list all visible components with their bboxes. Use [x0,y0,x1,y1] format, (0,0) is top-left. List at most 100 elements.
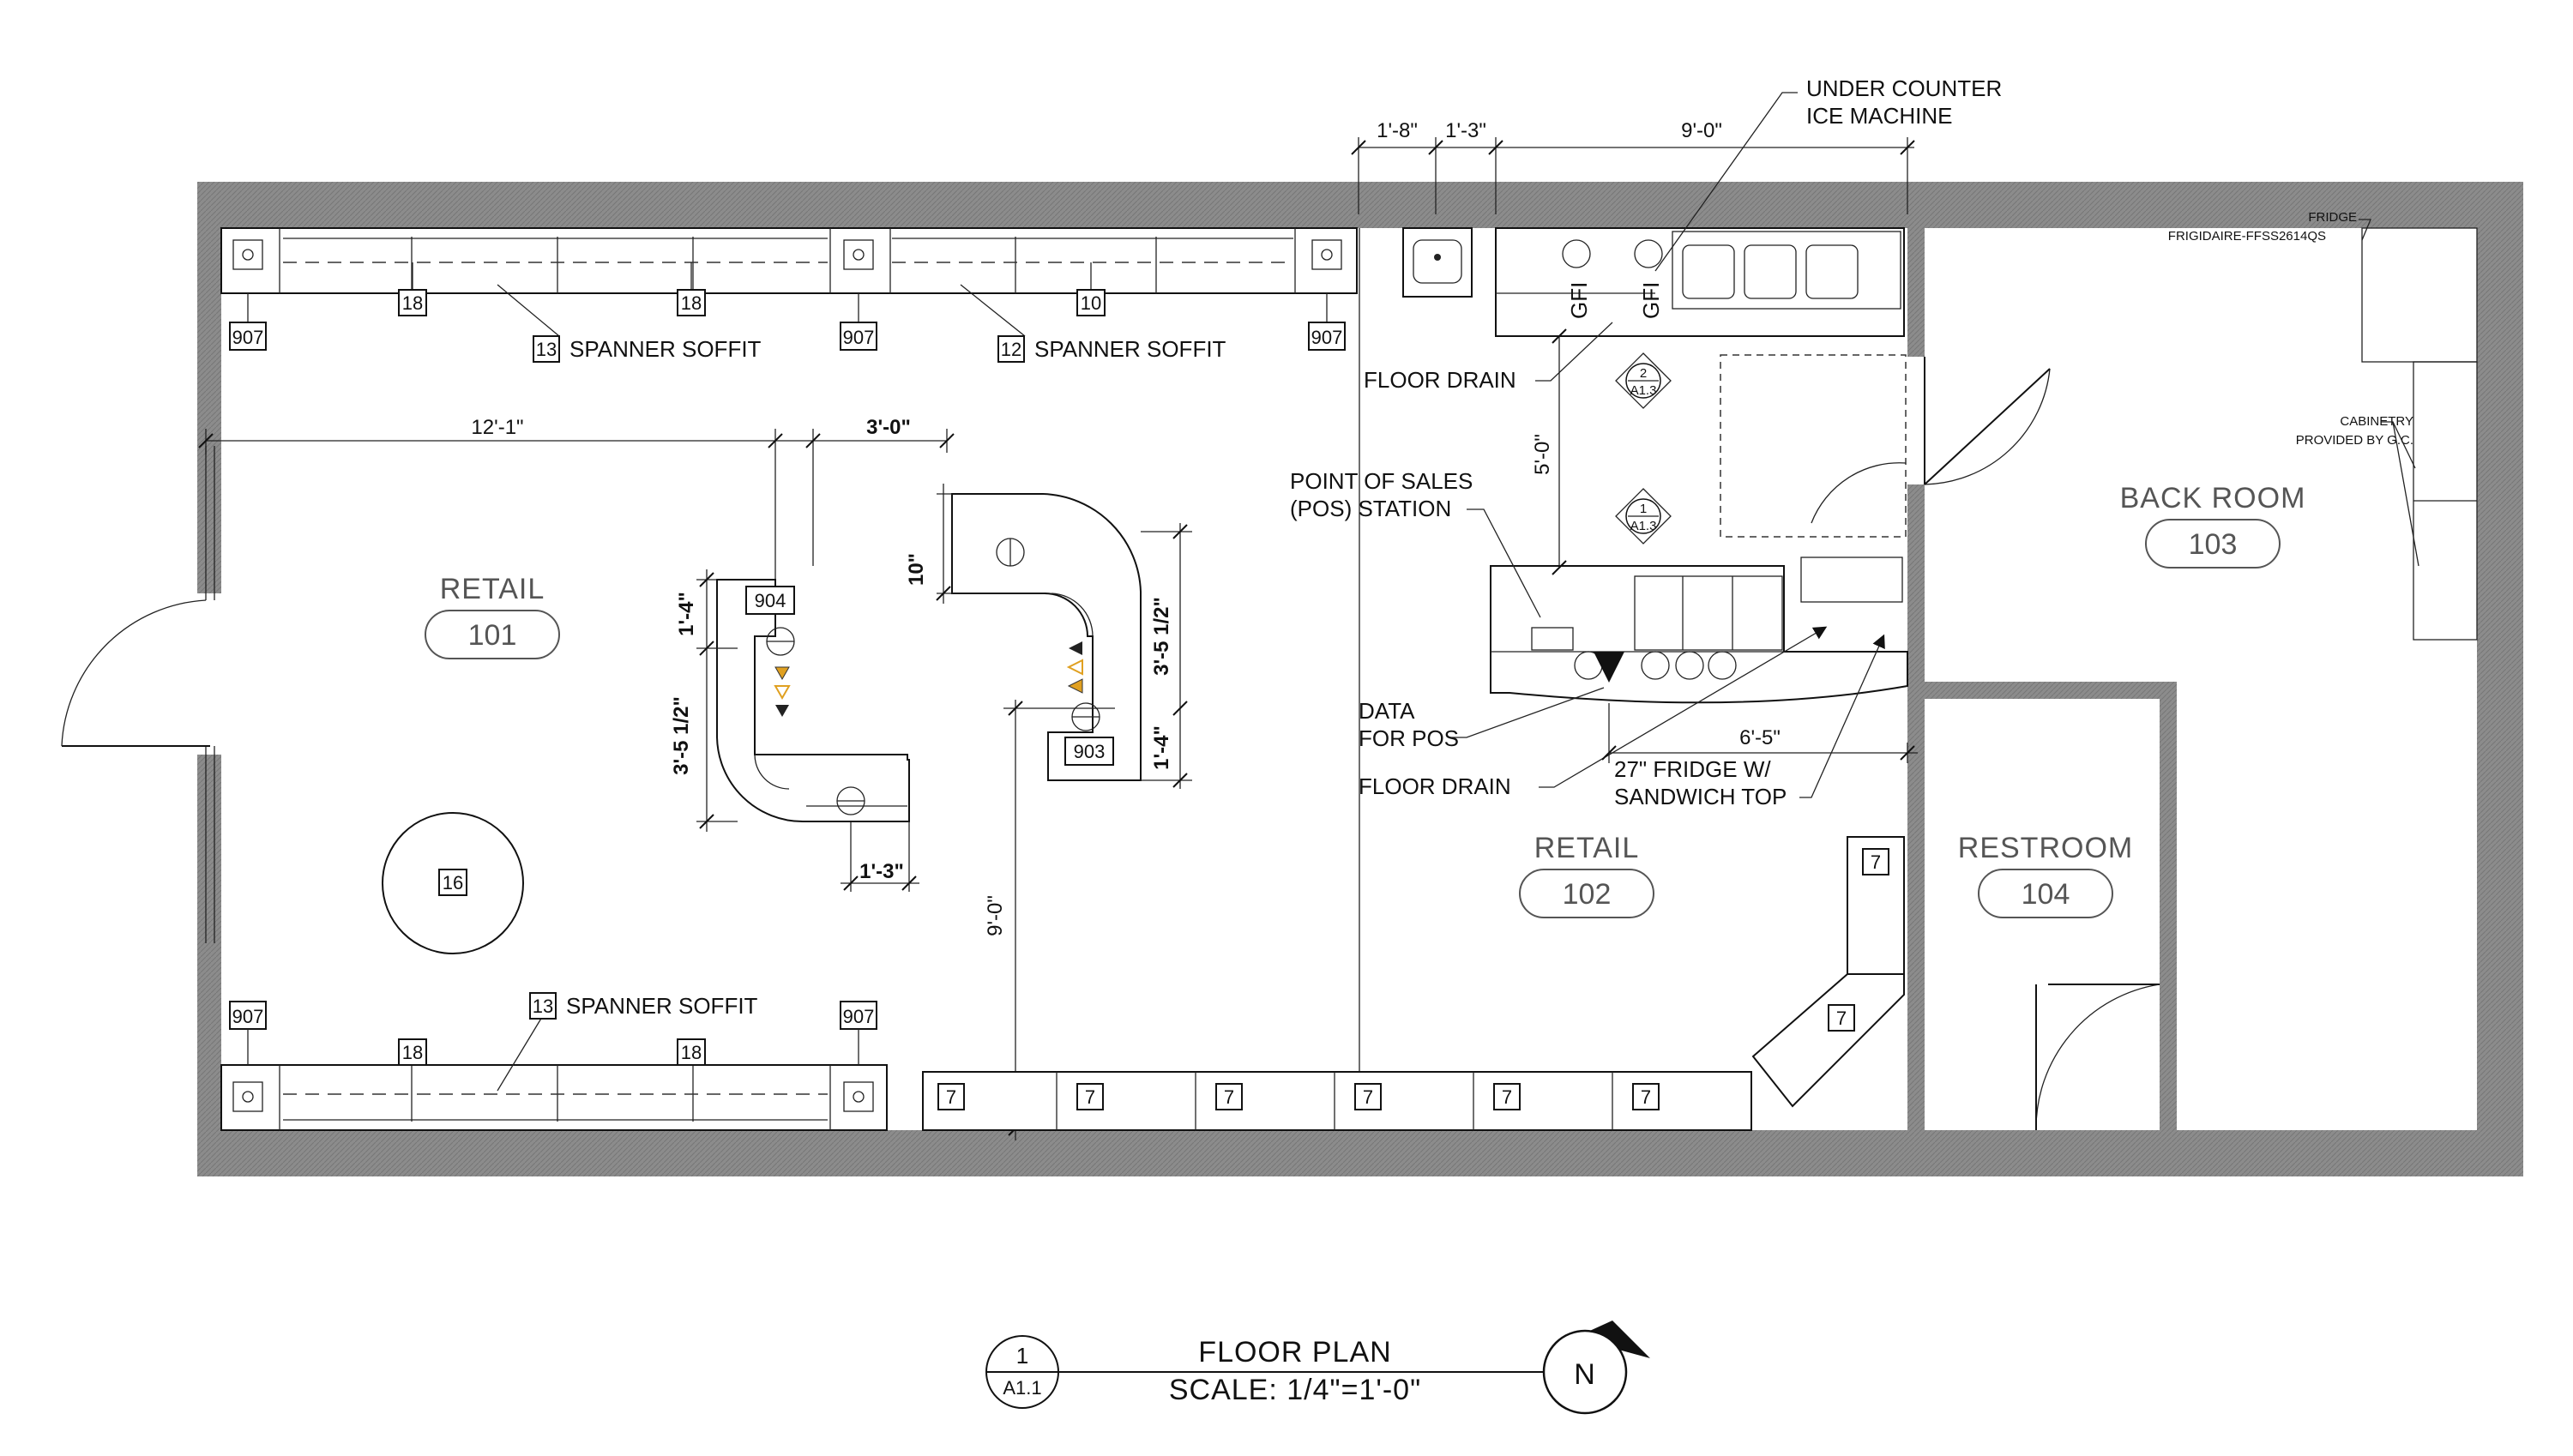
svg-text:12: 12 [1001,339,1021,360]
svg-text:10": 10" [905,553,928,586]
spanner-soffit-label-c: 13 SPANNER SOFFIT [497,992,758,1092]
svg-text:7: 7 [1871,851,1881,873]
svg-text:1'-8": 1'-8" [1377,119,1418,142]
svg-text:GFI: GFI [1638,282,1664,319]
svg-text:RETAIL: RETAIL [440,573,545,605]
svg-text:903: 903 [1074,741,1106,762]
svg-text:9'-0": 9'-0" [984,895,1007,936]
room-retail-101: RETAIL 101 [425,573,560,659]
svg-text:7: 7 [1363,1086,1373,1108]
svg-text:N: N [1574,1358,1596,1391]
dim-5-0: 5'-0" [1531,328,1567,575]
svg-text:907: 907 [843,1006,875,1027]
svg-text:101: 101 [468,619,517,652]
svg-text:907: 907 [843,327,875,348]
svg-text:5'-0": 5'-0" [1531,434,1554,475]
svg-text:FLOOR DRAIN: FLOOR DRAIN [1364,367,1516,393]
label-floor-drain-bottom: FLOOR DRAIN [1359,626,1828,799]
round-table-16: 16 [382,812,524,954]
svg-text:1'-3": 1'-3" [859,860,904,883]
svg-text:104: 104 [2022,878,2070,911]
svg-text:7: 7 [1641,1086,1651,1108]
svg-text:SPANNER SOFFIT: SPANNER SOFFIT [566,993,758,1019]
tag-907-a: 907 [229,293,267,351]
exterior-walls [197,182,2523,1176]
tag-907-c: 907 [1308,293,1346,351]
tag-10: 10 [1076,262,1106,316]
back-room-fridge: FRIDGE FRIGIDAIRE-FFSS2614QS [2168,210,2478,363]
svg-text:FOR POS: FOR POS [1359,725,1459,751]
svg-text:907: 907 [1311,327,1343,348]
svg-text:CABINETRY: CABINETRY [2340,414,2413,429]
label-pos-station: POINT OF SALES (POS) STATION [1290,468,1541,618]
interior-walls [1359,228,2177,1130]
back-room-door [1924,357,2051,485]
tag-907-b: 907 [840,293,877,351]
section-marker-1: 1 A1.3 [1615,488,1672,544]
spanner-soffit-label-a: 13 SPANNER SOFFIT [497,284,762,363]
svg-text:1: 1 [1640,502,1647,516]
svg-text:7: 7 [1836,1008,1847,1029]
tag-18-d: 18 [677,1038,706,1066]
svg-text:7: 7 [946,1086,956,1108]
back-room-cabinetry: CABINETRY PROVIDED BY G.C. [2296,361,2478,641]
restroom-door [2035,984,2160,1131]
svg-text:7: 7 [1502,1086,1512,1108]
svg-text:A1.3: A1.3 [1630,519,1657,533]
svg-text:7: 7 [1085,1086,1095,1108]
dim-6-5: 6'-5" [1601,703,1918,763]
svg-text:RETAIL: RETAIL [1534,832,1640,864]
svg-text:103: 103 [2189,528,2238,561]
svg-text:7: 7 [1224,1086,1234,1108]
svg-text:SCALE: 1/4"=1'-0": SCALE: 1/4"=1'-0" [1169,1374,1421,1406]
svg-text:13: 13 [533,996,553,1017]
svg-text:3'-0": 3'-0" [866,416,911,439]
bottom-shelving [220,1064,888,1131]
svg-text:907: 907 [232,327,264,348]
svg-text:9'-0": 9'-0" [1681,119,1722,142]
svg-text:1'-4": 1'-4" [675,592,698,636]
svg-text:2: 2 [1640,366,1647,381]
svg-text:10: 10 [1081,292,1101,314]
tag-18-c: 18 [398,1038,427,1066]
room-back-room-103: BACK ROOM 103 [2120,482,2305,569]
svg-text:12'-1": 12'-1" [471,416,523,439]
svg-text:SPANNER SOFFIT: SPANNER SOFFIT [569,336,762,362]
svg-text:GFI: GFI [1566,282,1592,319]
entry-door [61,599,210,747]
dims-904: 1'-4" 3'-5 1/2" 1'-3" [670,569,919,892]
label-under-counter-ice-machine: UNDER COUNTER ICE MACHINE [1654,75,2002,272]
dim-12-1: 12'-1" 3'-0" [198,416,955,583]
room-retail-102: RETAIL 102 [1519,832,1654,918]
tag-907-e: 907 [840,1001,877,1065]
svg-text:102: 102 [1563,878,1612,911]
svg-text:1'-4": 1'-4" [1150,725,1173,770]
svg-text:3'-5 1/2": 3'-5 1/2" [670,696,693,775]
svg-text:PROVIDED BY G.C.: PROVIDED BY G.C. [2296,433,2413,448]
svg-text:16: 16 [443,872,463,893]
back-counter: GFI GFI [1402,227,1905,337]
svg-text:RESTROOM: RESTROOM [1958,832,2133,864]
dims-903: 10" 3'-5 1/2" 1'-4" [905,484,1192,789]
svg-text:A1.1: A1.1 [1003,1377,1041,1399]
tag-18-b: 18 [677,262,706,316]
svg-text:6'-5": 6'-5" [1739,726,1781,749]
section-marker-2: 2 A1.3 [1615,352,1672,409]
svg-text:3'-5 1/2": 3'-5 1/2" [1150,597,1173,676]
dashed-work-area [1720,354,1907,538]
counter-904: 904 [716,579,910,822]
display-cases: 7 7 7 7 7 7 [922,1071,1752,1131]
top-shelving [220,227,1358,294]
label-27-fridge: 27" FRIDGE W/ SANDWICH TOP [1614,634,1885,809]
counter-903: 903 [951,493,1142,781]
svg-text:FRIGIDAIRE-FFSS2614QS: FRIGIDAIRE-FFSS2614QS [2168,229,2326,244]
svg-text:18: 18 [681,1042,702,1063]
tag-18-a: 18 [398,262,427,316]
svg-text:A1.3: A1.3 [1630,383,1657,398]
svg-text:FLOOR PLAN: FLOOR PLAN [1198,1336,1391,1369]
dims-back-counter: 1'-8" 1'-3" 9'-0" [1351,119,1915,214]
svg-text:DATA: DATA [1359,698,1415,724]
svg-text:(POS) STATION: (POS) STATION [1290,496,1451,521]
spanner-soffit-label-b: 12 SPANNER SOFFIT [960,284,1226,363]
svg-text:UNDER COUNTER: UNDER COUNTER [1806,75,2002,101]
